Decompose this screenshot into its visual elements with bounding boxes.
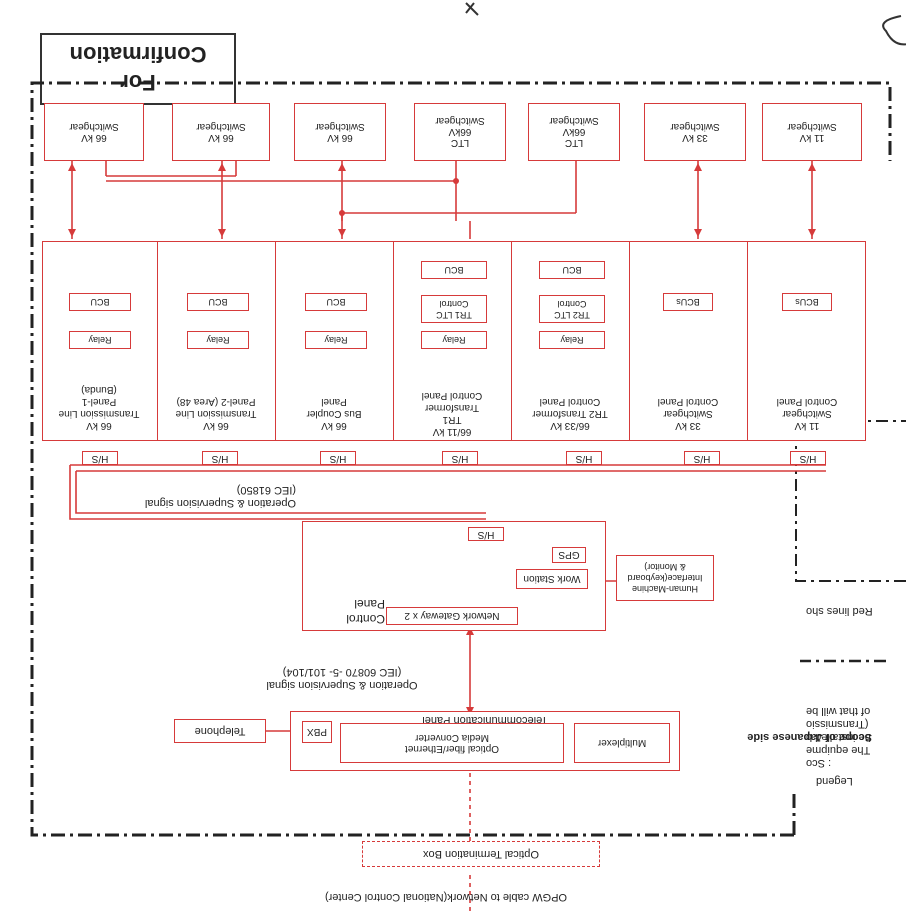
panel-line-2: 66 kV Transmission Line Panel-2 (Area 48…	[157, 241, 276, 441]
panel-tr1: 66/11 kV TR1 Transformer Control Panel R…	[393, 241, 512, 441]
bcu-box: BCU	[421, 261, 487, 279]
legend-scope-text: : Sco The equipme be installed b (Transm…	[806, 705, 871, 769]
control-panel-title: Control Panel	[346, 597, 385, 626]
bcus-box: BCUs	[663, 293, 713, 311]
opgw-label: OPGW cable to Network(National Control C…	[324, 891, 568, 903]
panel-title: 33 kV Switchgear Control Panel	[657, 396, 719, 431]
hs-tr2: H/S	[566, 451, 602, 465]
switchgear-11kv: 11 kV Switchgear	[762, 103, 862, 161]
media-converter-box: Optical fiber/Ethernet Media Converter	[340, 723, 564, 763]
telephone-box: Telephone	[174, 719, 266, 743]
optical-termination-box: Optical Termination Box	[362, 841, 600, 867]
hs-11kv: H/S	[790, 451, 826, 465]
hs-line-2: H/S	[202, 451, 238, 465]
relay-box: Relay	[539, 331, 605, 349]
switchgear-ltc-tr1: LTC 66kV Switchgear	[414, 103, 506, 161]
multiplexer-box: Multiplexer	[574, 723, 670, 763]
bcu-box: BCU	[305, 293, 367, 311]
panel-title: 66 kV Transmission Line Panel-1 (Bunda)	[58, 384, 140, 431]
legend-title: Legend	[816, 775, 853, 787]
network-gateway-box: Network Gateway x 2	[386, 607, 518, 625]
panel-tr2: 66/33 kV TR2 Transformer Control Panel R…	[511, 241, 630, 441]
signal-lower-label: Operation & Supervision signal (IEC 6185…	[144, 484, 296, 509]
pbx-box: PBX	[302, 721, 332, 743]
panel-11kv: 11 kV Switchgear Control Panel BCUs	[748, 241, 866, 441]
panel-title: 66 kV Bus Coupler Panel	[306, 396, 362, 431]
relay-box: Relay	[421, 331, 487, 349]
panel-title: 66/33 kV TR2 Transformer Control Panel	[532, 396, 608, 431]
panel-line-1: 66 kV Transmission Line Panel-1 (Bunda) …	[41, 241, 158, 441]
panel-title: 66 kV Transmission Line Panel-2 (Area 48…	[175, 396, 257, 431]
panel-title: 11 kV Switchgear Control Panel	[776, 396, 838, 431]
tr2-ltc-box: TR2 LTC Control	[539, 295, 605, 323]
bcu-box: BCU	[187, 293, 249, 311]
bcu-box: BCU	[539, 261, 605, 279]
switchgear-ltc-tr2: LTC 66kV Switchgear	[528, 103, 620, 161]
panel-title: 66/11 kV TR1 Transformer Control Panel	[421, 390, 483, 437]
bcus-box: BCUs	[782, 293, 832, 311]
signal-upper-label: Operation & Supervision signal (IEC 6087…	[266, 666, 418, 691]
scope-border	[30, 81, 892, 837]
panel-33kv: 33 kV Switchgear Control Panel BCUs	[629, 241, 748, 441]
hs-tr1: H/S	[442, 451, 478, 465]
gps-box: GPS	[552, 547, 586, 563]
relay-box: Relay	[69, 331, 131, 349]
switchgear-33kv: 33 kV Switchgear	[644, 103, 746, 161]
work-station-box: Work Station	[516, 569, 588, 589]
switchgear-66kv-line1: 66 kV Switchgear	[44, 103, 144, 161]
switchgear-66kv-line2: 66 kV Switchgear	[172, 103, 270, 161]
panel-bus-coupler: 66 kV Bus Coupler Panel Relay BCU	[275, 241, 394, 441]
hs-bus-coupler: H/S	[320, 451, 356, 465]
bcu-box: BCU	[69, 293, 131, 311]
switchgear-66kv-bus: 66 kV Switchgear	[294, 103, 386, 161]
relay-box: Relay	[305, 331, 367, 349]
legend-red-lines: Red lines sho	[806, 605, 873, 617]
relay-box: Relay	[187, 331, 249, 349]
tr1-ltc-box: TR1 LTC Control	[421, 295, 487, 323]
control-panel-hs: H/S	[468, 527, 504, 541]
hmi-box: Human-Machine Interface(keyboard & Monit…	[616, 555, 714, 601]
hs-33kv: H/S	[684, 451, 720, 465]
optical-termination-label: Optical Termination Box	[423, 848, 539, 860]
hs-line-1: H/S	[82, 451, 118, 465]
